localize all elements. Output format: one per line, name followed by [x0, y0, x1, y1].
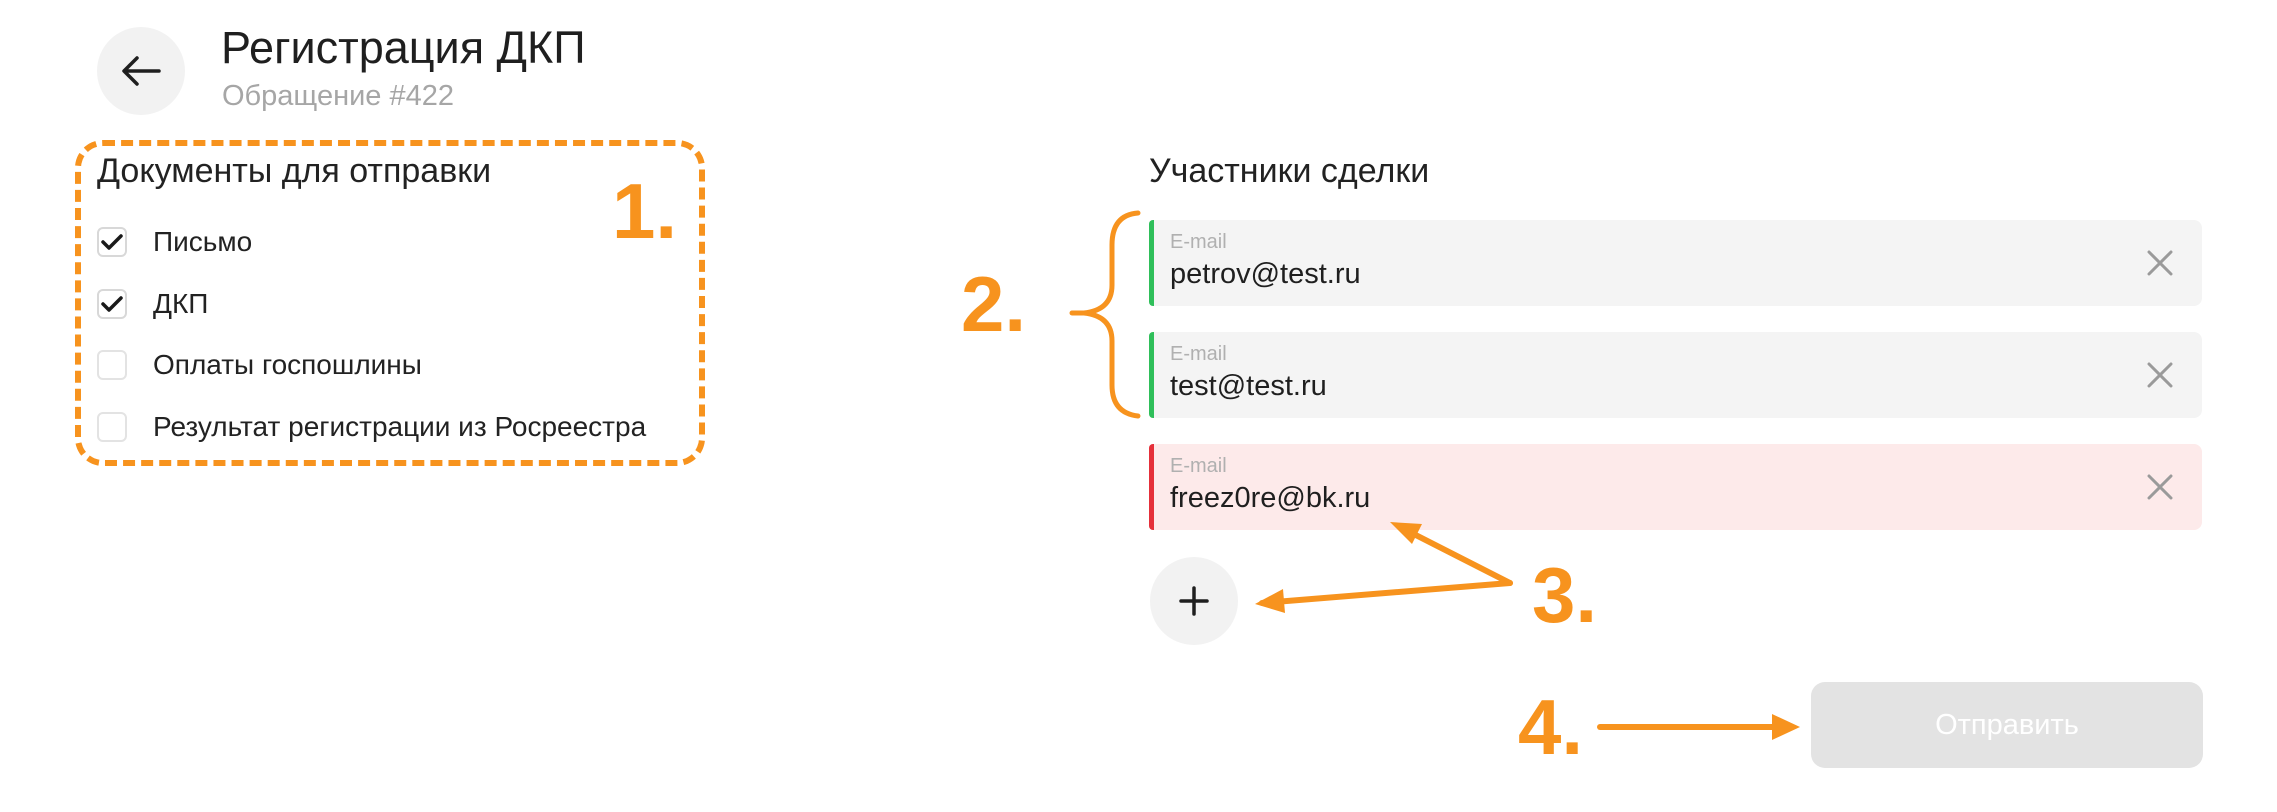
documents-title: Документы для отправки [97, 152, 492, 190]
email-field-invalid[interactable]: E-mail [1149, 444, 2202, 530]
arrow-left-icon [122, 56, 161, 86]
plus-icon [1179, 586, 1209, 616]
close-icon[interactable] [2142, 245, 2178, 281]
checkmark-icon [101, 234, 123, 250]
document-checkbox[interactable] [97, 350, 127, 380]
email-input[interactable] [1170, 480, 2070, 516]
submit-button[interactable]: Отправить [1811, 682, 2203, 768]
document-checkbox[interactable] [97, 227, 127, 257]
add-participant-button[interactable] [1150, 557, 1238, 645]
back-button[interactable] [97, 27, 185, 115]
annotation-3: 3. [1532, 551, 1598, 639]
annotation-2: 2. [961, 260, 1027, 348]
email-field-caption: E-mail [1170, 455, 1227, 477]
brace-icon [1069, 210, 1141, 419]
document-item-letter[interactable]: Письмо [97, 222, 252, 262]
participants-title: Участники сделки [1149, 152, 1430, 190]
email-field[interactable]: E-mail [1149, 220, 2202, 306]
email-field-caption: E-mail [1170, 343, 1227, 365]
page-title: Регистрация ДКП [221, 22, 586, 73]
document-item-fee-payment[interactable]: Оплаты госпошлины [97, 345, 422, 385]
close-icon[interactable] [2142, 357, 2178, 393]
close-icon[interactable] [2142, 469, 2178, 505]
email-input[interactable] [1170, 256, 2070, 292]
document-item-registry-result[interactable]: Результат регистрации из Росреестра [97, 407, 646, 447]
document-label: Оплаты госпошлины [153, 349, 422, 380]
document-checkbox[interactable] [97, 289, 127, 319]
annotation-4: 4. [1518, 683, 1584, 771]
email-field-caption: E-mail [1170, 231, 1227, 253]
document-label: Письмо [153, 226, 253, 257]
annotation-1: 1. [612, 167, 678, 255]
checkmark-icon [101, 296, 123, 312]
document-label: Результат регистрации из Росреестра [153, 411, 647, 442]
document-item-contract[interactable]: ДКП [97, 284, 208, 324]
email-field[interactable]: E-mail [1149, 332, 2202, 418]
documents-highlight-frame [75, 140, 705, 466]
page-subtitle: Обращение #422 [222, 80, 454, 112]
document-checkbox[interactable] [97, 412, 127, 442]
email-input[interactable] [1170, 368, 2070, 404]
document-label: ДКП [153, 288, 209, 319]
